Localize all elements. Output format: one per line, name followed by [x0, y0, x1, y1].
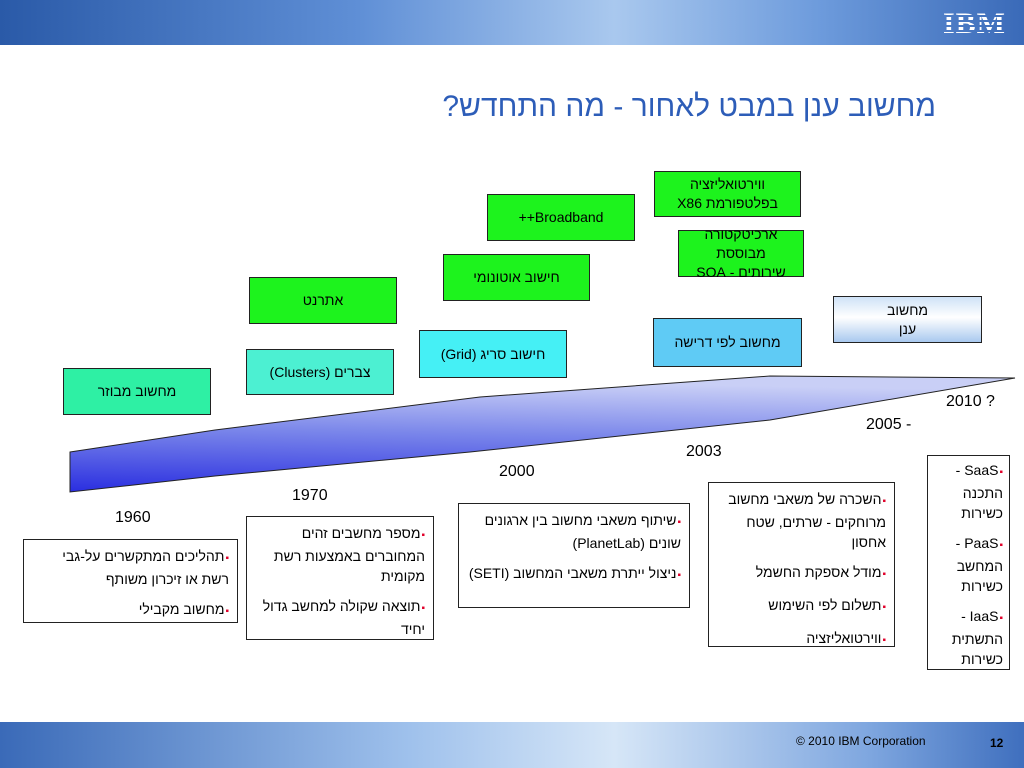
box-cloud-computing: מחשוב ענן: [833, 296, 982, 343]
box-ethernet-label: אתרנט: [302, 292, 344, 308]
note-2003: השכרה של משאבי מחשוב מרוחקים - שרתים, שט…: [708, 482, 895, 647]
note-2000: שיתוף משאבי מחשוב בין ארגונים שונים (Pla…: [458, 503, 690, 608]
copyright: © 2010 IBM Corporation: [796, 734, 926, 748]
note-1960: תהליכים המתקשרים על-גבי רשת או זיכרון מש…: [23, 539, 238, 623]
slide-title: מחשוב ענן במבט לאחור - מה התחדש?: [442, 90, 936, 123]
year-2003: 2003: [686, 443, 722, 460]
box-soa: ארכיטקטורה מבוססת שירותים - SOA: [678, 226, 804, 280]
year-1960: 1960: [115, 509, 151, 526]
box-autonomic-computing-label: חישוב אוטונומי: [473, 269, 560, 285]
box-clusters: צברים (Clusters): [246, 349, 394, 395]
box-distributed-computing-label: מחשוב מבוזר: [97, 383, 177, 399]
bottom-banner: [0, 722, 1024, 768]
note-1970-item: תוצאה שקולה למחשב גדול יחיד: [255, 596, 425, 639]
top-banner: [0, 0, 1024, 45]
box-x86-line2: בפלטפורמת X86: [677, 195, 778, 211]
box-clusters-label: צברים (Clusters): [269, 363, 371, 380]
note-1970: מספר מחשבים זהים המחוברים באמצעות רשת מק…: [246, 516, 434, 640]
ibm-logo: IBM: [943, 7, 1006, 40]
box-broadband: Broadband++: [487, 194, 635, 241]
box-broadband-label: Broadband++: [518, 209, 604, 225]
box-soa-line2: שירותים - SOA: [696, 264, 786, 280]
box-grid-computing: חישוב סריג (Grid): [419, 330, 567, 378]
year-1970: 1970: [292, 487, 328, 504]
note-2003-item: ווירטואליזציה: [717, 628, 886, 651]
note-1960-item: תהליכים המתקשרים על-גבי רשת או זיכרון מש…: [32, 546, 229, 589]
note-1960-item: מחשוב מקבילי: [32, 599, 229, 622]
note-2010: SaaS - התכנה כשירות PaaS - המחשב כשירות …: [927, 455, 1010, 670]
note-2003-item: השכרה של משאבי מחשוב מרוחקים - שרתים, שט…: [717, 489, 886, 552]
box-ethernet: אתרנט: [249, 277, 397, 324]
box-soa-line1: ארכיטקטורה מבוססת: [704, 226, 778, 261]
note-2010-item: SaaS - התכנה כשירות: [934, 460, 1003, 523]
box-cloud-line1: מחשוב: [886, 301, 929, 318]
note-2000-item: ניצול ייתרת משאבי המחשוב (SETI): [467, 563, 681, 586]
box-distributed-computing: מחשוב מבוזר: [63, 368, 211, 415]
year-2000: 2000: [499, 463, 535, 480]
box-grid-computing-label: חישוב סריג (Grid): [440, 345, 546, 362]
note-2000-item: שיתוף משאבי מחשוב בין ארגונים שונים (Pla…: [467, 510, 681, 553]
box-on-demand: מחשוב לפי דרישה: [653, 318, 802, 367]
page-number: 12: [990, 736, 1004, 750]
box-x86-line1: ווירטואליזציה: [689, 176, 766, 192]
box-on-demand-label: מחשוב לפי דרישה: [674, 334, 781, 350]
box-x86-virtualization: ווירטואליזציה בפלטפורמת X86: [654, 171, 801, 217]
box-autonomic-computing: חישוב אוטונומי: [443, 254, 590, 301]
note-2010-item: PaaS - המחשב כשירות: [934, 533, 1003, 596]
note-1970-item: מספר מחשבים זהים המחוברים באמצעות רשת מק…: [255, 523, 425, 586]
note-2010-item: IaaS - התשתית כשירות: [934, 606, 1003, 669]
timeline-arrow-shape: [69, 375, 1016, 493]
note-2003-item: תשלום לפי השימוש: [717, 595, 886, 618]
year-2005: 2005 -: [866, 416, 912, 433]
note-2003-item: מודל אספקת החשמל: [717, 562, 886, 585]
year-2010: 2010 ?: [946, 393, 995, 410]
box-cloud-line2: ענן: [898, 320, 917, 337]
